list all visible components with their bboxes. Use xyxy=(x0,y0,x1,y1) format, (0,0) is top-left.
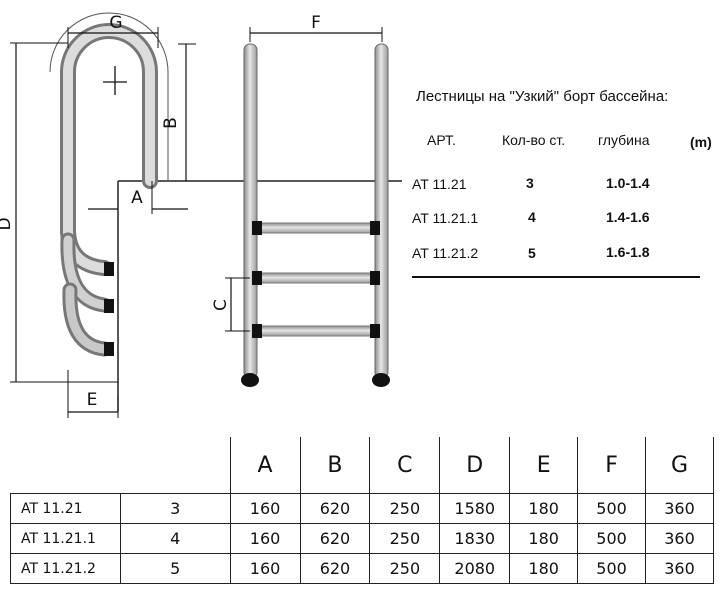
table-row: AT 11.21.1 4 160 620 250 1830 180 500 36… xyxy=(10,523,714,554)
table-cell: 250 xyxy=(369,493,441,524)
table-cell: 250 xyxy=(369,553,441,584)
table-cell: 620 xyxy=(299,553,371,584)
spec-row-steps: 3 xyxy=(526,175,534,191)
table-cell: 160 xyxy=(229,493,301,524)
spec-row-art: AT 11.21.2 xyxy=(412,245,479,261)
table-cell-art: AT 11.21 xyxy=(10,493,121,524)
dim-label-e: E xyxy=(87,390,98,410)
table-row: AT 11.21.2 5 160 620 250 2080 180 500 36… xyxy=(10,553,714,584)
spec-row-art: AT 11.21 xyxy=(412,176,467,192)
spec-row-depth: 1.4-1.6 xyxy=(606,209,650,225)
side-view: G B D A E xyxy=(0,12,402,418)
table-cell: 620 xyxy=(299,493,371,524)
dim-label-c: C xyxy=(211,299,231,311)
table-cell-steps: 4 xyxy=(119,523,231,554)
table-cell: 360 xyxy=(645,523,714,554)
dimensions-table: A B C D E F G AT 11.21 3 160 620 250 158… xyxy=(10,437,714,584)
table-cell: 1830 xyxy=(439,523,511,554)
table-cell-steps: 5 xyxy=(119,553,231,584)
table-cell: 500 xyxy=(577,553,647,584)
table-cell: 180 xyxy=(509,553,579,584)
table-cell-art: AT 11.21.2 xyxy=(10,553,121,584)
column-header: F xyxy=(577,437,647,494)
dim-label-a: A xyxy=(131,188,143,208)
table-cell: 160 xyxy=(229,523,301,554)
column-header: A xyxy=(229,437,301,494)
dim-label-d: D xyxy=(0,217,15,230)
spec-divider xyxy=(412,276,700,278)
ladder-technical-drawing: G B D A E F xyxy=(0,12,402,418)
spec-title: Лестницы на "Узкий" борт бассейна: xyxy=(416,88,669,105)
spec-header-depth: глубина xyxy=(598,132,650,148)
table-cell: 160 xyxy=(229,553,301,584)
dim-label-g: G xyxy=(109,13,122,33)
spec-row-depth: 1.6-1.8 xyxy=(606,244,650,260)
column-header: E xyxy=(509,437,579,494)
column-header: G xyxy=(645,437,714,494)
spec-header-unit: (m) xyxy=(690,134,712,150)
spec-header-art: АРТ. xyxy=(427,132,456,148)
column-header: C xyxy=(369,437,441,494)
dim-label-f: F xyxy=(311,13,321,33)
table-cell: 180 xyxy=(509,523,579,554)
column-header: D xyxy=(439,437,511,494)
table-cell: 2080 xyxy=(439,553,511,584)
handrail-tube xyxy=(60,23,158,276)
table-cell: 620 xyxy=(299,523,371,554)
table-cell: 360 xyxy=(645,553,714,584)
table-cell: 500 xyxy=(577,523,647,554)
table-cell: 250 xyxy=(369,523,441,554)
front-view: F C xyxy=(211,13,390,387)
table-cell: 500 xyxy=(577,493,647,524)
spec-row-depth: 1.0-1.4 xyxy=(606,175,650,191)
table-cell-art: AT 11.21.1 xyxy=(10,523,121,554)
spec-row-steps: 4 xyxy=(528,209,536,225)
table-cell: 1580 xyxy=(439,493,511,524)
table-cell-steps: 3 xyxy=(119,493,231,524)
spec-header-steps: Кол-во ст. xyxy=(502,132,566,148)
table-row: AT 11.21 3 160 620 250 1580 180 500 360 xyxy=(10,493,714,524)
table-cell: 180 xyxy=(509,493,579,524)
spec-row-steps: 5 xyxy=(528,245,536,261)
spec-row-art: AT 11.21.1 xyxy=(412,210,479,226)
column-header: B xyxy=(299,437,371,494)
table-cell: 360 xyxy=(645,493,714,524)
dim-label-b: B xyxy=(161,117,181,129)
table-header-row: A B C D E F G xyxy=(11,437,714,494)
